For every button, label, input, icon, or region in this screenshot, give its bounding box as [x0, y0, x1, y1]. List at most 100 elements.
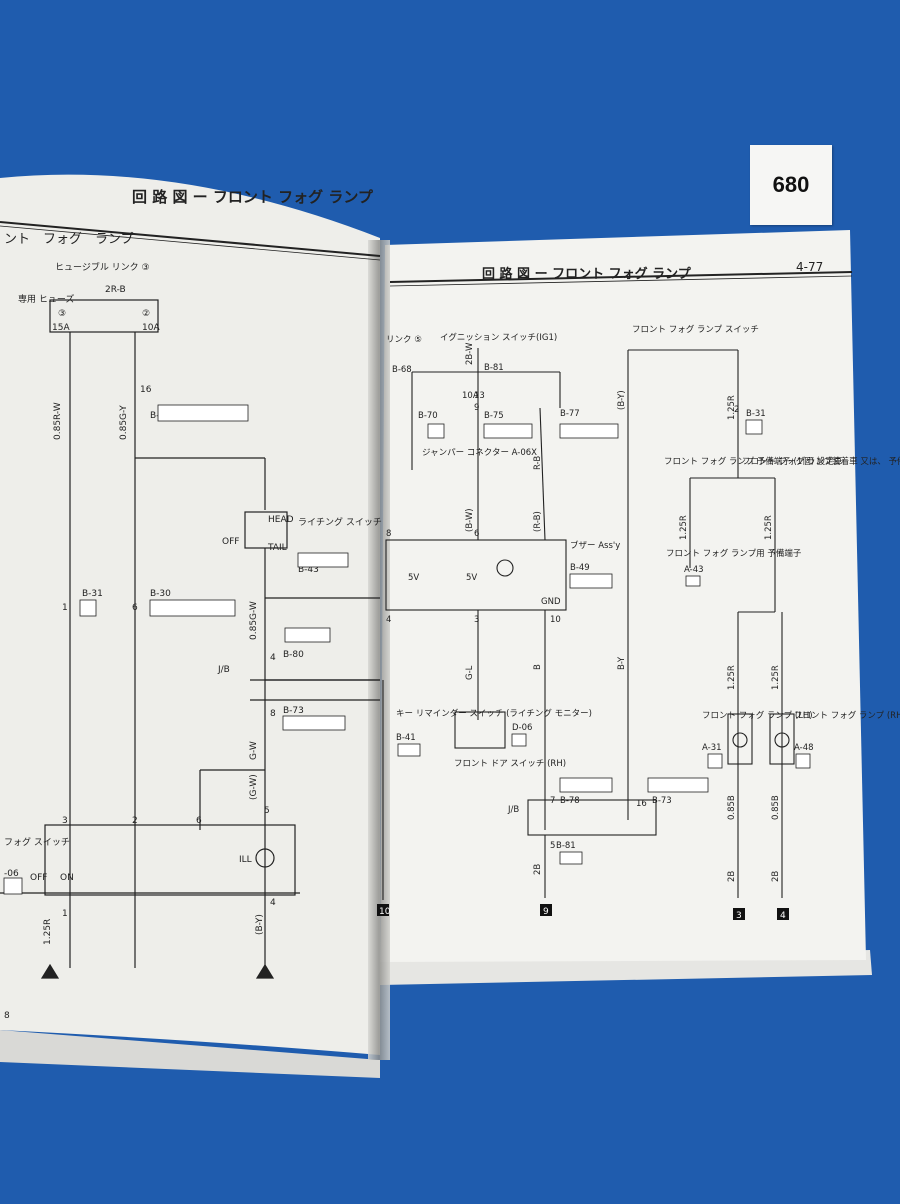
wire-by-paren: (B-Y): [255, 914, 265, 935]
fog-lamp-rh-label: フロント フォグ ランプ (RH): [794, 710, 900, 721]
right-header-title: 回 路 図 ー フロント フォグ ランプ: [482, 266, 692, 282]
wire-2b-c: 2B: [533, 864, 543, 875]
left-footer: 8: [4, 1011, 10, 1021]
connector-b75: B-75: [484, 411, 504, 421]
left-header-title: 回 路 図 ー フロント フォグ ランプ: [132, 188, 374, 206]
buzzer-label: ブザー Ass'y: [570, 540, 620, 551]
sv-label-2: 5V: [466, 573, 477, 583]
on-label-2: ON: [60, 873, 74, 883]
connector-d06: D-06: [512, 723, 532, 733]
sv-label-1: 5V: [408, 573, 419, 583]
item-number-tag: 680: [750, 145, 832, 225]
fuse-10a: 10A: [462, 391, 479, 401]
fog-spare-2-label: フロント フォグ ランプ装着車 又は、 予備端子 (2個) 設定車: [742, 456, 900, 467]
ground-4: 4: [780, 911, 786, 921]
pin-3-left: 3: [62, 816, 68, 826]
door-switch-label: フロント ドア スイッチ (RH): [454, 759, 566, 769]
wire-rb: R-B: [533, 456, 543, 470]
pin-1-left: 1: [62, 603, 68, 613]
wire-b: B: [533, 664, 543, 670]
pin-2-left: 2: [132, 816, 138, 826]
connector-a43: A-43: [684, 565, 704, 575]
wire-125r-c: 1.25R: [764, 515, 774, 540]
right-header: 回 路 図 ー フロント フォグ ランプ 4-77: [389, 260, 853, 287]
wire-125r-a: 1.25R: [727, 395, 737, 420]
wire-by-paren-right: (B-Y): [617, 390, 627, 410]
wire-125r-b: 1.25R: [679, 515, 689, 540]
off-label-2: OFF: [30, 873, 47, 883]
fog-spare-terminal-label: フロント フォグ ランプ用 予備端子: [666, 548, 802, 559]
connector-b77: B-77: [560, 409, 580, 419]
pin-6-right: 6: [474, 529, 479, 539]
pin-3-right: 3: [474, 615, 479, 625]
pin-16-right: 16: [636, 799, 647, 809]
fog-switch-id: -06: [4, 869, 19, 879]
fog-relay-switch-label: フロント フォグ ランプ スイッチ: [632, 324, 759, 335]
wire-085gw: 0.85G-W: [249, 601, 259, 640]
pin-6-left-b: 6: [196, 816, 202, 826]
left-page-stack: [0, 1030, 380, 1078]
wire-085rw: 0.85R-W: [53, 402, 63, 440]
fuse-13: 13: [474, 391, 485, 401]
jumper-connector-label: ジャンパー コネクター A-06X: [422, 448, 537, 458]
pin-4-right: 4: [386, 615, 391, 625]
jb-label: J/B: [217, 665, 230, 675]
wire-gw: G-W: [249, 741, 259, 760]
pin-1-left-b: 1: [62, 909, 68, 919]
dedicated-fuse-label: 専用 ヒューズ: [18, 293, 74, 305]
fog-spare-1-label: フロント フォグ ランプ 予備端子 (1個) 設定車: [664, 456, 843, 467]
wire-2b-a: 2B: [727, 871, 737, 882]
connector-b31: B-31: [82, 589, 103, 599]
tail-label: TAIL: [267, 543, 287, 553]
wire-2b-b: 2B: [771, 871, 781, 882]
jb-label-right: J/B: [507, 805, 519, 815]
wire-gw-paren: (G-W): [249, 774, 259, 800]
connector-b49: B-49: [570, 563, 590, 573]
pin-10-right: 10: [550, 615, 561, 625]
ill-label: ILL: [239, 855, 252, 865]
binding-gutter: [368, 240, 390, 1060]
ground-markers: 10 9 3 4: [377, 904, 789, 921]
right-diagram-lines: [382, 348, 795, 900]
connector-b30: B-30: [150, 589, 171, 599]
wire-085b-a: 0.85B: [727, 795, 737, 820]
connector-b80: B-80: [283, 650, 304, 660]
connector-b81: B-81: [484, 363, 504, 373]
pin-5-left: 5: [264, 806, 270, 816]
right-page-number: 4-77: [796, 260, 823, 274]
ignition-label: イグニッション スイッチ(IG1): [440, 332, 557, 343]
head-label: HEAD: [268, 515, 294, 525]
connector-b73-right: B-73: [652, 796, 672, 806]
ground-3: 3: [736, 911, 742, 921]
connector-b81-lower: B-81: [556, 841, 576, 851]
wire-bw-paren: (B-W): [465, 508, 475, 532]
fog-lamp-lh-label: フロント フォグ ランプ (LH): [702, 710, 813, 721]
right-diagram-labels: イグニッション スイッチ(IG1) リンク ⑤ B-68 B-81 B-70 B…: [386, 324, 900, 882]
left-diagram-lines: [0, 299, 380, 979]
pin-5-right: 5: [550, 841, 555, 851]
fuse-circle-2: ②: [142, 309, 150, 319]
gnd-label: GND: [541, 597, 561, 607]
connector-b68: B-68: [392, 365, 412, 375]
connector-b31-right: B-31: [746, 409, 766, 419]
wire-2bw: 2B-W: [465, 342, 475, 365]
pin-4-left: 4: [270, 653, 276, 663]
wire-top-2rb: 2R-B: [105, 285, 126, 295]
connector-b41: B-41: [396, 733, 416, 743]
link-label: リンク ⑤: [386, 335, 422, 345]
wire-gl: G-L: [465, 665, 475, 680]
wire-085b-b: 0.85B: [771, 795, 781, 820]
connector-b73: B-73: [283, 706, 304, 716]
ground-10: 10: [379, 907, 391, 917]
left-section-title: ント フォグ ランプ: [4, 232, 134, 247]
wire-by: B-Y: [617, 656, 627, 670]
pin-8-right: 8: [386, 529, 391, 539]
pin-6-left: 6: [132, 603, 138, 613]
lighting-switch-label: ライチング スイッチ: [298, 516, 382, 528]
right-connector-boxes: [397, 419, 811, 865]
fuse-circle-1: ③: [58, 309, 66, 319]
fog-switch-label: フォグ スイッチ: [4, 836, 70, 848]
pin-7-right: 7: [550, 796, 555, 806]
